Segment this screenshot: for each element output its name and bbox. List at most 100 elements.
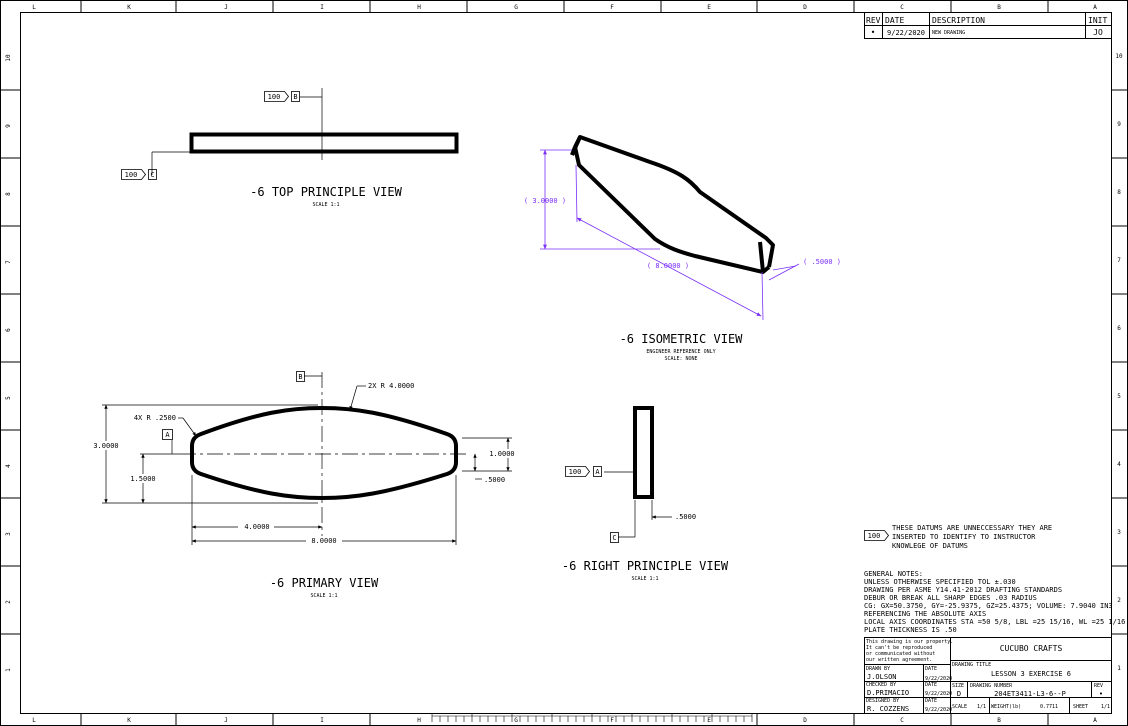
proprietary-line: our written agreement. <box>866 657 932 663</box>
drawn-date: 9/22/2020 <box>925 676 952 682</box>
iso-dim-thickness: ( .5000 ) <box>803 258 841 266</box>
datum-flag-c: 100 C <box>121 169 157 180</box>
general-notes-line: LOCAL AXIS COORDINATES STA =50 5/8, LBL … <box>864 618 1125 626</box>
iso-view-scale: SCALE: NONE <box>664 356 697 362</box>
rev-row-rev: • <box>871 28 876 37</box>
zone-row-left: 1 <box>5 668 12 672</box>
callout-radius-large: 2X R 4.0000 <box>368 382 414 390</box>
title-block: This drawing is our property. It can't b… <box>864 637 1112 714</box>
zone-col-top: F <box>610 4 614 11</box>
primary-view: B A 2X R 4.0000 4X R .2500 <box>90 371 522 599</box>
zone-row-right: 8 <box>1117 189 1121 196</box>
checked-by: D.PRIMACIO <box>867 689 909 697</box>
sheet-label: SHEET <box>1073 704 1088 710</box>
right-principle-view: 100 A C .5000 -6 RIGHT PRINCIPLE VIEW SC… <box>562 406 729 582</box>
proprietary-line: or communicated without <box>866 651 935 657</box>
zone-row-left: 7 <box>5 260 12 264</box>
primary-view-title: -6 PRIMARY VIEW <box>270 576 379 590</box>
zone-col-bottom: A <box>1093 717 1097 724</box>
general-notes-line: CG: GX=50.3750, GY=-25.9375, GZ=25.4375;… <box>864 602 1113 610</box>
designed-date: 9/22/2020 <box>925 707 952 713</box>
company-name: CUCUBO CRAFTS <box>1000 644 1063 653</box>
datum-note-line: INSERTED TO IDENTIFY TO INSTRUCTOR <box>892 533 1036 541</box>
revision-block: REV DATE DESCRIPTION INIT • 9/22/2020 NE… <box>864 12 1112 39</box>
drawing-title: LESSON 3 EXERCISE 6 <box>991 670 1071 678</box>
zone-row-left: 4 <box>5 464 12 468</box>
rev-header-init: INIT <box>1088 16 1107 25</box>
zone-row-right: 5 <box>1117 393 1121 400</box>
dim-half-height: 1.5000 <box>130 475 155 483</box>
datum-flag-b: 100 B <box>264 91 300 102</box>
zone-col-bottom: L <box>32 717 36 724</box>
zone-col-top: D <box>803 4 807 11</box>
drawing-number-label: DRAWING NUMBER <box>970 683 1013 689</box>
date-label: DATE <box>925 698 937 704</box>
zone-col-top: A <box>1093 4 1097 11</box>
datum-note-flag: 100 <box>868 532 881 540</box>
date-label: DATE <box>925 682 937 688</box>
dim-total-height: 3.0000 <box>93 442 118 450</box>
primary-datum-b: B <box>296 371 322 382</box>
top-principle-view: 100 B 100 C -6 TOP PRINCIPLE VIEW SCALE … <box>121 88 459 208</box>
general-notes-line: DRAWING PER ASME Y14.41-2012 DRAFTING ST… <box>864 586 1062 594</box>
zone-row-left: 9 <box>5 124 12 128</box>
drawn-by-label: DRAWN BY <box>866 666 890 672</box>
size-value: D <box>957 690 961 698</box>
zone-col-bottom: J <box>224 717 228 724</box>
date-label: DATE <box>925 666 937 672</box>
zone-col-top: H <box>417 4 421 11</box>
datum-note-line: KNOWLEGE OF DATUMS <box>892 542 968 550</box>
zone-row-right: 4 <box>1117 461 1121 468</box>
zone-col-bottom: B <box>997 717 1001 724</box>
zone-row-right: 7 <box>1117 257 1121 264</box>
zone-row-right: 2 <box>1117 597 1121 604</box>
dim-total-length: 8.0000 <box>311 537 336 545</box>
zone-col-bottom: E <box>707 717 711 724</box>
drawing-number: 204ET3411-L3-6--P <box>994 690 1066 698</box>
designed-by: R. COZZENS <box>867 705 909 713</box>
zone-col-top: C <box>900 4 904 11</box>
zone-row-left: 5 <box>5 396 12 400</box>
zone-col-top: I <box>320 4 324 11</box>
dim-half-length: 4.0000 <box>244 523 269 531</box>
iso-view-subtitle: ENGINEER REFERENCE ONLY <box>646 349 715 355</box>
metric-scale-bar <box>431 713 753 722</box>
datum-flag-a: 100 A <box>565 466 602 477</box>
top-view-outline <box>189 132 459 154</box>
rev-row-init: JO <box>1093 28 1103 37</box>
zone-row-right: 3 <box>1117 529 1121 536</box>
zone-row-left: 8 <box>5 192 12 196</box>
designed-by-label: DESIGNED BY <box>866 698 899 704</box>
drawing-title-label: DRAWING TITLE <box>952 662 991 668</box>
iso-outline <box>570 135 775 274</box>
sheet-value: 1/1 <box>1101 704 1110 710</box>
scale-label: SCALE <box>952 704 967 710</box>
callout-radius-small: 4X R .2500 <box>134 414 176 422</box>
zone-row-left: 6 <box>5 328 12 332</box>
zone-col-top: J <box>224 4 228 11</box>
iso-view-title: -6 ISOMETRIC VIEW <box>620 332 744 346</box>
datum-flag-c-label: 100 <box>125 171 138 179</box>
proprietary-line: It can't be reproduced <box>866 645 932 651</box>
iso-dimensions <box>540 149 800 321</box>
right-datum-c-letter: C <box>612 534 616 542</box>
zone-col-top: K <box>127 4 131 11</box>
drawn-by: J.OLSON <box>867 673 897 681</box>
primary-view-scale: SCALE 1:1 <box>310 593 337 599</box>
zone-col-bottom: H <box>417 717 421 724</box>
zone-col-bottom: G <box>514 717 518 724</box>
proprietary-line: This drawing is our property. <box>866 639 953 645</box>
zone-row-right: 10 <box>1115 53 1123 60</box>
general-notes: GENERAL NOTES: UNLESS OTHERWISE SPECIFIE… <box>864 570 1125 634</box>
zone-col-bottom: I <box>320 717 324 724</box>
isometric-view: ( 3.0000 ) ( 8.0000 ) ( .5000 ) -6 ISOME… <box>524 135 841 362</box>
dim-end-height: 1.0000 <box>489 450 514 458</box>
datum-note-line: THESE DATUMS ARE UNNECCESSARY THEY ARE <box>892 524 1052 532</box>
primary-datum-a-letter: A <box>165 431 170 439</box>
zone-col-bottom: C <box>900 717 904 724</box>
scale-value: 1/1 <box>977 704 986 710</box>
iso-dim-length: ( 8.0000 ) <box>647 262 689 270</box>
rev-value: • <box>1099 690 1103 698</box>
zone-col-top: G <box>514 4 518 11</box>
